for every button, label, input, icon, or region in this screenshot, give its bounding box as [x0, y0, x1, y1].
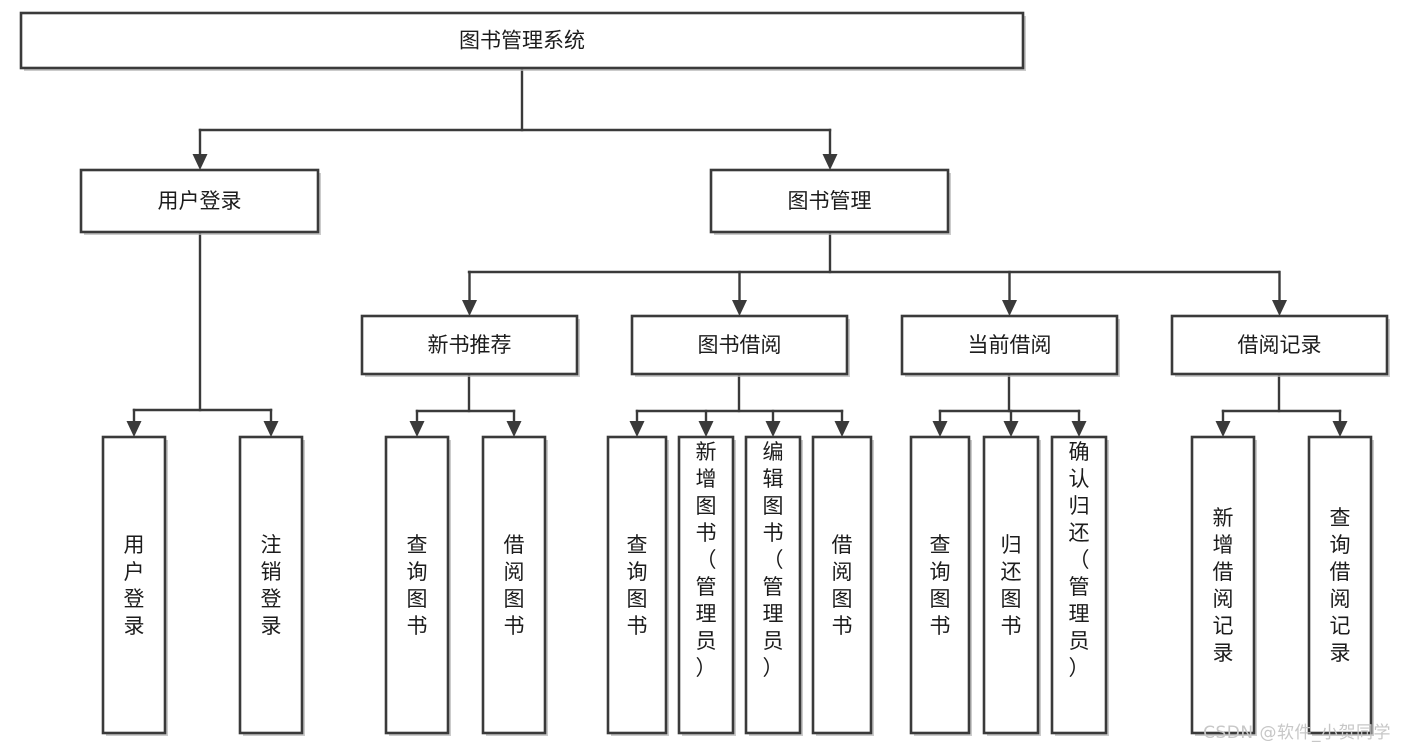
node-box: [982, 435, 1040, 735]
connector-layer: [126, 66, 1348, 437]
node-label: 新增借阅记录: [1213, 506, 1234, 665]
node-leaf-user-login[interactable]: 用户登录: [101, 435, 168, 736]
node-leaf-borrow-book-1[interactable]: 借阅图书: [481, 435, 548, 736]
node-label: 借阅图书: [832, 533, 853, 638]
node-box: [811, 435, 873, 735]
node-box: [744, 435, 802, 735]
node-label: 新增图书（管理员）: [696, 440, 717, 680]
node-box: [1190, 435, 1256, 735]
node-box: [79, 168, 320, 234]
node-leaf-confirm-return-admin[interactable]: 确认归还（管理员）: [1050, 435, 1109, 736]
node-box: [481, 435, 547, 735]
node-leaf-user-logout[interactable]: 注销登录: [238, 435, 305, 736]
node-label: 查询图书: [627, 533, 648, 638]
node-label: 用户登录: [158, 189, 242, 213]
node-box: [101, 435, 167, 735]
node-borrow-record[interactable]: 借阅记录: [1170, 314, 1390, 377]
connector-group: [126, 230, 279, 437]
node-box: [606, 435, 668, 735]
node-leaf-add-borrow-record[interactable]: 新增借阅记录: [1190, 435, 1257, 736]
node-label: 图书管理: [788, 189, 872, 213]
node-label: 查询借阅记录: [1330, 506, 1351, 665]
node-leaf-query-book-3[interactable]: 查询图书: [909, 435, 972, 736]
node-leaf-query-book-1[interactable]: 查询图书: [384, 435, 451, 736]
connector-group: [192, 66, 838, 170]
node-leaf-query-borrow-record[interactable]: 查询借阅记录: [1307, 435, 1374, 736]
connector-group: [629, 372, 850, 437]
node-label: 归还图书: [1001, 533, 1022, 638]
node-box: [1307, 435, 1373, 735]
node-layer: 图书管理系统用户登录图书管理新书推荐图书借阅当前借阅借阅记录用户登录注销登录查询…: [19, 11, 1390, 736]
node-label: 注销登录: [261, 533, 282, 638]
node-leaf-query-book-2[interactable]: 查询图书: [606, 435, 669, 736]
watermark-text: CSDN @软件_小贺同学: [1203, 723, 1391, 743]
node-label: 用户登录: [124, 533, 145, 638]
node-leaf-borrow-book-2[interactable]: 借阅图书: [811, 435, 874, 736]
connector-group: [462, 230, 1287, 316]
node-box: [900, 314, 1119, 376]
node-current-borrow[interactable]: 当前借阅: [900, 314, 1120, 377]
node-box: [1170, 314, 1389, 376]
node-book-manage[interactable]: 图书管理: [709, 168, 951, 235]
node-box: [909, 435, 971, 735]
connector-group: [409, 372, 522, 437]
node-label: 查询图书: [930, 533, 951, 638]
node-box: [677, 435, 735, 735]
node-box: [709, 168, 950, 234]
node-label: 借阅图书: [504, 533, 525, 638]
node-box: [630, 314, 849, 376]
connector-group: [932, 372, 1087, 437]
node-box: [384, 435, 450, 735]
node-box: [238, 435, 304, 735]
node-box: [19, 11, 1025, 70]
node-user-login[interactable]: 用户登录: [79, 168, 321, 235]
node-box: [1050, 435, 1108, 735]
node-label: 编辑图书（管理员）: [763, 440, 784, 680]
node-book-borrow[interactable]: 图书借阅: [630, 314, 850, 377]
node-label: 确认归还（管理员）: [1069, 440, 1090, 680]
node-label: 新书推荐: [428, 333, 512, 357]
node-new-book-recommend[interactable]: 新书推荐: [360, 314, 580, 377]
connector-group: [1215, 372, 1348, 437]
node-label: 图书管理系统: [459, 29, 585, 53]
node-label: 查询图书: [407, 533, 428, 638]
node-label: 当前借阅: [968, 333, 1052, 357]
node-label: 图书借阅: [698, 333, 782, 357]
node-leaf-return-book[interactable]: 归还图书: [982, 435, 1041, 736]
node-box: [360, 314, 579, 376]
node-leaf-add-book-admin[interactable]: 新增图书（管理员）: [677, 435, 736, 736]
node-label: 借阅记录: [1238, 333, 1322, 357]
node-leaf-edit-book-admin[interactable]: 编辑图书（管理员）: [744, 435, 803, 736]
node-root[interactable]: 图书管理系统: [19, 11, 1026, 71]
